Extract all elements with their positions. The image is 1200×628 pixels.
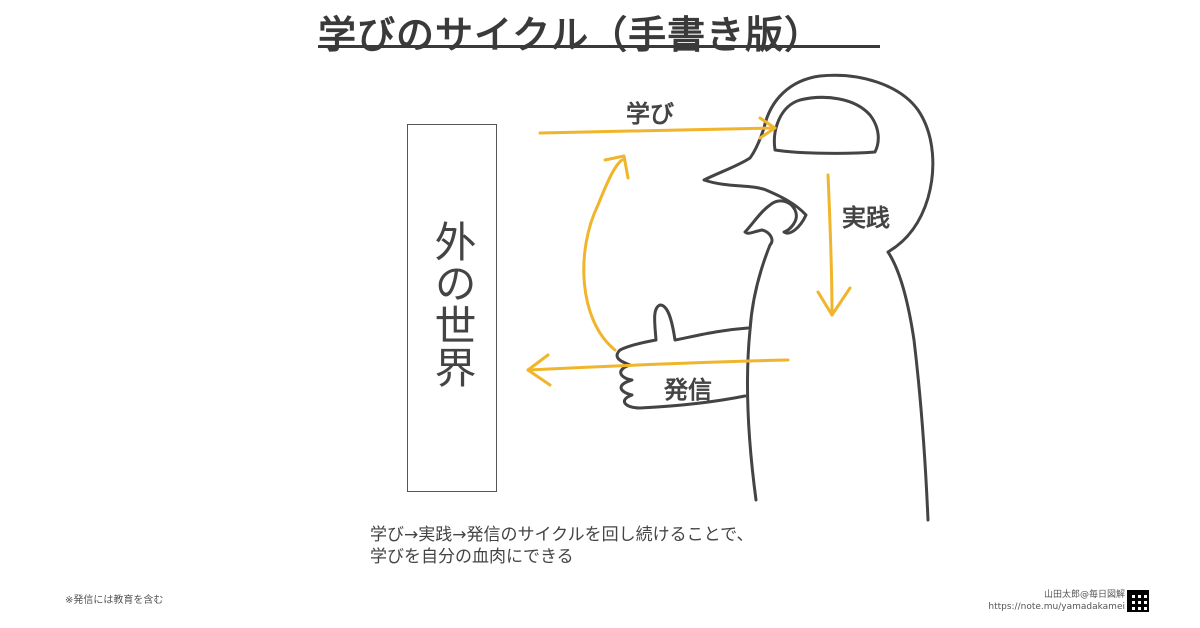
learn-arrowhead: [758, 116, 777, 140]
diagram-title: 学びのサイクル（手書き版）: [318, 13, 824, 57]
outer-world-box: [407, 124, 497, 492]
learn-label: 学び: [626, 100, 674, 128]
caption-line-2: 学びを自分の血肉にできる: [370, 547, 574, 567]
learn-arrow: [538, 126, 774, 135]
output-arrow: [526, 358, 790, 372]
footnote: ※発信には教育を含む: [65, 595, 164, 606]
output-label: 発信: [664, 376, 712, 404]
caption: 学び→実践→発信のサイクルを回し続けることで、 学びを自分の血肉にできる: [370, 524, 753, 568]
practice-arrow: [826, 173, 834, 317]
person-outline: [702, 73, 935, 522]
practice-label: 実践: [842, 204, 890, 232]
practice-arrowhead: [816, 286, 852, 317]
credit-url: https://note.mu/yamadakamei: [988, 602, 1125, 612]
cycle-arrow: [582, 158, 624, 352]
credit-author: 山田太郎@毎日図解: [1043, 590, 1125, 600]
credit: 山田太郎@毎日図解 https://note.mu/yamadakamei: [988, 589, 1125, 613]
title-underline: [318, 45, 880, 48]
caption-line-1: 学び→実践→発信のサイクルを回し続けることで、: [370, 525, 754, 545]
brain-shape: [772, 95, 880, 155]
output-arrowhead: [526, 353, 552, 387]
qr-code-icon: [1127, 590, 1149, 612]
hand-sketch: [615, 303, 750, 410]
cycle-arrowhead: [603, 154, 630, 180]
outer-world-label: 外の世界: [428, 220, 477, 388]
